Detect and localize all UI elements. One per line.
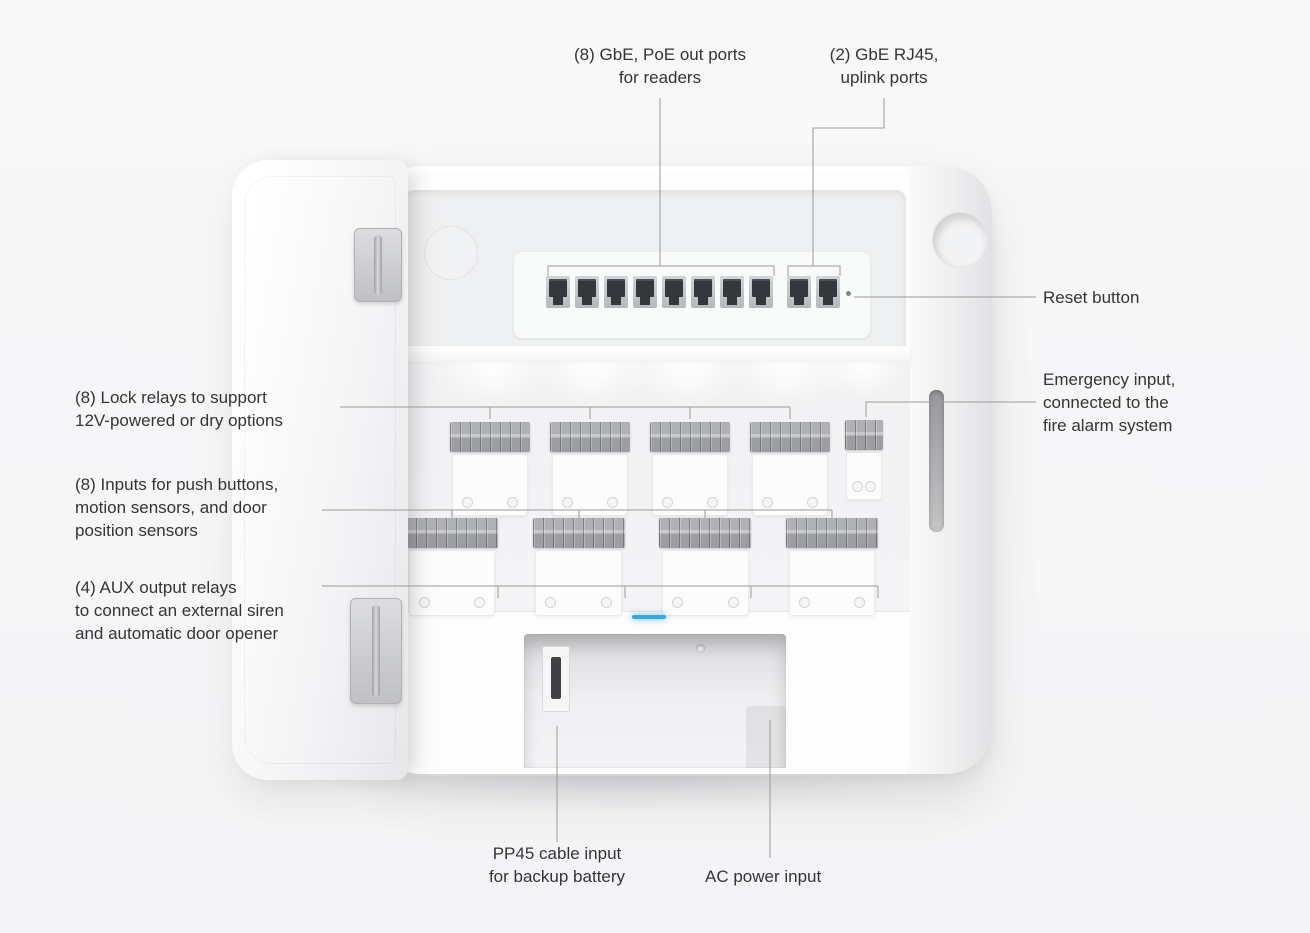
label-inputs: (8) Inputs for push buttons, motion sens… xyxy=(75,475,279,540)
lock-relay-row xyxy=(450,422,830,516)
input-row xyxy=(406,518,878,616)
compartment-shelf xyxy=(398,346,910,362)
input-module xyxy=(408,550,496,616)
reset-button xyxy=(846,291,851,296)
lock-terminal-block xyxy=(550,422,630,452)
label-battery-input: PP45 cable input for backup battery xyxy=(488,844,626,886)
input-terminal-block xyxy=(406,518,498,548)
lock-relay-module xyxy=(752,454,828,516)
poe-port xyxy=(662,276,686,308)
label-uplink-ports: (2) GbE RJ45, uplink ports xyxy=(829,45,939,87)
lock-relay-module xyxy=(652,454,728,516)
label-poe-ports: (8) GbE, PoE out ports for readers xyxy=(574,45,746,87)
bottom-cutout xyxy=(524,634,786,768)
poe-port xyxy=(604,276,628,308)
label-ac-power: AC power input xyxy=(705,867,822,886)
input-module xyxy=(662,550,749,616)
label-aux-relays: (4) AUX output relays to connect an exte… xyxy=(75,578,284,643)
lock-terminal-block xyxy=(650,422,730,452)
battery-input-port xyxy=(542,646,570,712)
lock-relay-unit xyxy=(450,422,530,516)
ac-power-inlet xyxy=(746,706,786,768)
emergency-terminal-block xyxy=(845,420,883,450)
input-terminal-block xyxy=(532,518,625,548)
lock-relay-unit xyxy=(650,422,730,516)
uplink-port-group xyxy=(787,276,840,308)
port-strip xyxy=(546,276,840,308)
input-terminal-block xyxy=(659,518,752,548)
label-lock-relays: (8) Lock relays to support 12V-powered o… xyxy=(75,388,283,430)
lock-relay-module xyxy=(452,454,528,516)
floor-reflection xyxy=(255,776,1005,886)
label-reset-button: Reset button xyxy=(1043,288,1140,307)
input-unit xyxy=(532,518,625,616)
emergency-module xyxy=(846,452,882,500)
input-unit xyxy=(406,518,498,616)
knockout-circle xyxy=(424,226,478,280)
door-hinge-top xyxy=(354,228,402,302)
uplink-port xyxy=(816,276,840,308)
status-led xyxy=(632,615,666,619)
side-cable-slot xyxy=(929,390,944,532)
poe-port-group xyxy=(546,276,773,308)
input-module xyxy=(788,550,876,616)
panel-screw xyxy=(696,644,705,653)
emergency-input-unit xyxy=(845,420,883,500)
input-unit xyxy=(659,518,752,616)
poe-port xyxy=(546,276,570,308)
poe-port xyxy=(633,276,657,308)
door-hinge-bottom xyxy=(350,598,402,704)
cable-pass-through-hole xyxy=(932,212,988,268)
poe-port xyxy=(749,276,773,308)
lock-terminal-block xyxy=(450,422,530,452)
poe-port xyxy=(691,276,715,308)
input-terminal-block xyxy=(785,518,878,548)
poe-port xyxy=(720,276,744,308)
label-emergency-input: Emergency input, connected to the fire a… xyxy=(1043,370,1176,435)
lock-relay-module xyxy=(552,454,628,516)
input-module xyxy=(535,550,622,616)
lock-relay-unit xyxy=(750,422,830,516)
uplink-port xyxy=(787,276,811,308)
port-group-gap xyxy=(773,276,787,308)
lock-relay-unit xyxy=(550,422,630,516)
enclosure-side-panel xyxy=(906,166,992,774)
input-unit xyxy=(785,518,878,616)
lock-terminal-block xyxy=(750,422,830,452)
poe-port xyxy=(575,276,599,308)
